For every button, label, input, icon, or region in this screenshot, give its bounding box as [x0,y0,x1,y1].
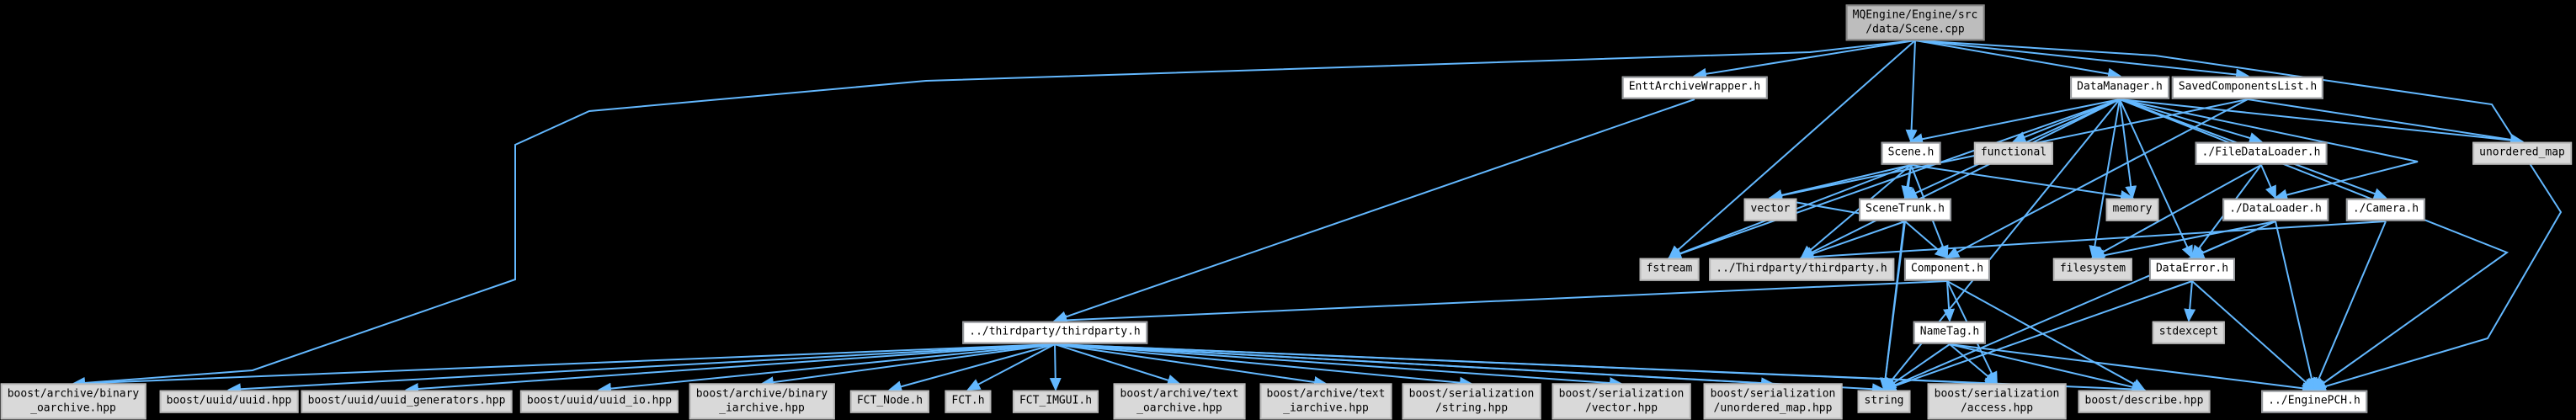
edge-scene_cpp-to-binary_oarchive [72,40,1916,389]
edge-saved_components_list-to-unordered_map [2247,98,2524,146]
edge-thirdparty_lower-to-fct_imgui [1049,343,1062,391]
graph-node-fstream[interactable]: fstream [1639,258,1700,281]
graph-node-uuid_io[interactable]: boost/uuid/uuid_io.hpp [519,390,679,413]
graph-node-uuid_generators[interactable]: boost/uuid/uuid_generators.hpp [301,390,513,413]
edge-thirdparty_lower-to-uuid_generators [405,343,1056,396]
edge-thirdparty_lower-to-ser_string [1054,343,1473,389]
graph-node-scene_trunk[interactable]: SceneTrunk.h [1859,198,1951,221]
edge-data_manager-to-scene_h [1909,98,2121,146]
edge-scene_cpp-to-fstream [1668,40,1916,259]
edge-scene_cpp-to-saved_components_list [1914,40,2249,81]
graph-node-component_h[interactable]: Component.h [1903,258,1991,281]
graph-node-memory[interactable]: memory [2105,198,2159,221]
graph-node-access[interactable]: boost/serialization /access.hpp [1927,383,2067,420]
edge-scene_h-to-memory [1910,164,2134,202]
edge-data_manager-to-unordered_map [2119,98,2524,146]
edge-data_manager-to-memory [2119,98,2137,199]
graph-node-filesystem[interactable]: filesystem [2052,258,2133,281]
edge-entt-to-thirdparty_lower [1053,98,1695,323]
edge-name_tag-to-string [1882,343,1951,391]
graph-node-saved_components_list[interactable]: SavedComponentsList.h [2171,76,2324,99]
edge-name_tag-to-describe [1949,343,2146,393]
graph-node-binary_oarchive[interactable]: boost/archive/binary _oarchive.hpp [0,383,146,420]
edge-name_tag-to-engine_pch [1949,343,2316,395]
graph-node-entt[interactable]: EnttArchiveWrapper.h [1621,76,1768,99]
graph-node-scene_cpp[interactable]: MQEngine/Engine/src /data/Scene.cpp [1845,4,1985,41]
edge-data_manager-to-filesystem [2089,98,2121,259]
graph-node-ser_vector[interactable]: boost/serialization /vector.hpp [1551,383,1691,420]
edge-camera-to-engine_pch [2313,221,2387,391]
graph-node-thirdparty_lower[interactable]: ../thirdparty/thirdparty.h [962,321,1147,344]
edge-data_manager-to-file_data_loader [2119,98,2263,144]
edge-thirdparty_lower-to-fct_node [888,343,1056,393]
edge-scene_trunk-to-string [1879,221,1906,391]
graph-node-data_error[interactable]: DataError.h [2148,258,2236,281]
graph-node-ser_unordered_map[interactable]: boost/serialization /unordered_map.hpp [1703,383,1843,420]
edge-file_data_loader-to-filesystem [2091,164,2262,258]
graph-node-data_manager[interactable]: DataManager.h [2070,76,2169,99]
edge-thirdparty_lower-to-describe [1054,343,2146,396]
graph-node-fct[interactable]: FCT.h [945,390,992,413]
graph-node-text_oarchive[interactable]: boost/archive/text _oarchive.hpp [1113,383,1246,420]
graph-node-vector[interactable]: vector [1743,198,1797,221]
graph-node-binary_iarchive[interactable]: boost/archive/binary _iarchive.hpp [689,383,835,420]
edge-thirdparty_lower-to-ser_vector [1054,343,1623,390]
edge-data_manager-to-thirdparty_cap [1800,98,2121,258]
edge-scene_trunk-to-component_h [1904,221,1949,259]
edge-thirdparty_lower-to-binary_oarchive [72,343,1056,390]
graph-node-ser_string[interactable]: boost/serialization /string.hpp [1402,383,1541,420]
edge-data_error-to-stdexcept [2184,280,2196,322]
graph-node-text_iarchive[interactable]: boost/archive/text _iarchive.hpp [1259,383,1392,420]
graph-node-fct_node[interactable]: FCT_Node.h [849,390,930,413]
edge-data_error-to-string [1882,280,2193,391]
edge-scene_h-to-thirdparty_cap [1800,164,1912,259]
graph-node-engine_pch[interactable]: ../EnginePCH.h [2261,390,2367,413]
edge-component_h-to-describe [1946,280,2146,391]
edge-thirdparty_lower-to-binary_iarchive [760,343,1056,389]
edge-data_manager-to-data_loader [2119,98,2419,201]
graph-node-stdexcept[interactable]: stdexcept [2152,321,2226,344]
graph-node-functional[interactable]: functional [1973,141,2054,165]
edge-data_loader-to-string [1882,221,2276,391]
edge-scene_cpp-to-data_manager [1914,40,2121,80]
edge-component_h-to-name_tag [1943,280,1956,322]
edge-thirdparty_lower-to-string [1054,343,1886,396]
edge-scene_h-to-vector [1769,164,1912,201]
edge-camera-to-thirdparty_cap [1800,221,2387,263]
edge-data_error-to-engine_pch [2191,280,2316,391]
graph-node-fct_imgui[interactable]: FCT_IMGUI.h [1012,390,1099,413]
graph-node-uuid[interactable]: boost/uuid/uuid.hpp [159,390,299,413]
graph-node-name_tag[interactable]: NameTag.h [1913,321,1987,344]
graph-node-thirdparty_cap[interactable]: ../Thirdparty/thirdparty.h [1709,258,1894,281]
graph-node-unordered_map[interactable]: unordered_map [2472,141,2572,165]
edge-thirdparty_lower-to-text_iarchive [1054,343,1328,388]
graph-node-string[interactable]: string [1857,390,1911,413]
edge-component_h-to-thirdparty_lower [1053,280,1948,327]
edge-scene_cpp-to-entt [1693,40,1916,80]
graph-node-scene_h[interactable]: Scene.h [1881,141,1941,165]
graph-node-file_data_loader[interactable]: ./FileDataLoader.h [2195,141,2328,165]
edge-thirdparty_lower-to-uuid_io [598,343,1056,395]
edge-thirdparty_lower-to-fct [966,343,1056,391]
edge-scene_cpp-to-scene_h [1905,40,1918,143]
graph-node-data_loader[interactable]: ./DataLoader.h [2222,198,2329,221]
graph-node-describe[interactable]: boost/describe.hpp [2078,390,2211,413]
graph-node-camera[interactable]: ./Camera.h [2345,198,2426,221]
edge-scene_trunk-to-thirdparty_cap [1800,221,1906,259]
edge-thirdparty_lower-to-uuid [227,343,1056,396]
edge-data_manager-to-data_error [2119,98,2193,259]
edge-data_loader-to-engine_pch [2275,221,2318,391]
edge-saved_components_list-to-component_h [1945,98,2249,258]
edge-name_tag-to-access [1949,343,1999,385]
edge-data_loader-to-filesystem [2091,221,2276,262]
edge-file_data_loader-to-data_loader [2260,164,2276,199]
edge-thirdparty_lower-to-text_oarchive [1054,343,1181,386]
